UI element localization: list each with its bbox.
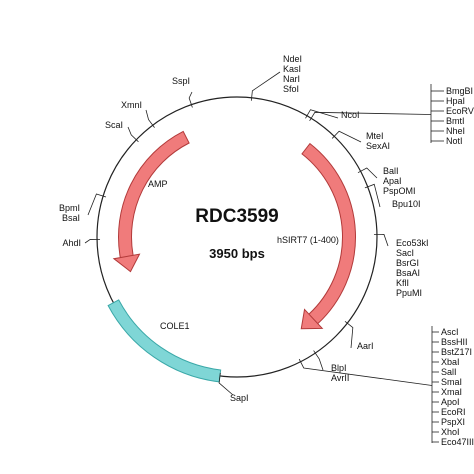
feature-arrow-hsirt7-1-400	[300, 142, 356, 330]
site-group-bpu10i: Bpu10I	[364, 183, 421, 209]
feature-amp: AMP	[112, 130, 190, 273]
site-label-bstz17i: BstZ17I	[441, 347, 472, 357]
site-label-blpi: BlpI	[331, 363, 347, 373]
restriction-site-layer: NdeIKasINarISfoINcoIBmgBIHpaIEcoRVBmtINh…	[59, 54, 474, 447]
plasmid-backbone	[96, 96, 378, 378]
site-group-aari: AarI	[344, 321, 374, 351]
site-label-noti: NotI	[446, 136, 463, 146]
site-label-aari: AarI	[357, 341, 374, 351]
feature-label-amp: AMP	[148, 179, 168, 189]
site-connector	[218, 372, 234, 396]
site-connector	[188, 91, 193, 108]
feature-arrow-amp	[112, 130, 190, 273]
site-connector	[305, 109, 339, 119]
site-label-mtei: MteI	[366, 131, 384, 141]
site-label-avrii: AvrII	[331, 373, 349, 383]
site-connector	[373, 234, 389, 247]
site-group-scai: ScaI	[105, 120, 139, 143]
feature-hsirt7-1-400: hSIRT7 (1-400)	[277, 142, 356, 330]
site-group-ncoi: NcoI	[305, 109, 360, 120]
site-label-asci: AscI	[441, 327, 459, 337]
site-label-bpmi: BpmI	[59, 203, 80, 213]
site-group-sspi: SspI	[172, 76, 193, 108]
site-label-bmgbi: BmgBI	[446, 86, 473, 96]
site-label-apoi: ApoI	[441, 397, 460, 407]
site-label-sspi: SspI	[172, 76, 190, 86]
site-label-eco53ki: Eco53kI	[396, 238, 429, 248]
site-label-ncoi: NcoI	[341, 110, 360, 120]
site-label-xmai: XmaI	[441, 387, 462, 397]
site-label-ecorv: EcoRV	[446, 106, 474, 116]
site-label-bpu10i: Bpu10I	[392, 199, 421, 209]
site-label-ndei: NdeI	[283, 54, 302, 64]
site-label-bsrgi: BsrGI	[396, 258, 419, 268]
site-label-bsaai: BsaAI	[396, 268, 420, 278]
site-label-apai: ApaI	[383, 176, 402, 186]
site-label-nari: NarI	[283, 74, 300, 84]
feature-label-hsirt7-1-400: hSIRT7 (1-400)	[277, 235, 339, 245]
site-label-ahdi: AhdI	[62, 238, 81, 248]
site-label-ppumi: PpuMI	[396, 288, 422, 298]
site-connector	[87, 193, 107, 216]
site-connector	[344, 321, 354, 349]
site-label-bali: BalI	[383, 166, 399, 176]
site-group-ahdi: AhdI	[62, 238, 101, 248]
site-label-hpai: HpaI	[446, 96, 465, 106]
feature-layer: AMP hSIRT7 (1-400) COLE1	[107, 130, 356, 383]
site-group-asci: AscIBssHIIBstZ17IXbaISalISmaIXmaIApoIEco…	[298, 326, 474, 447]
site-connector	[331, 130, 362, 143]
site-connector	[298, 358, 433, 386]
site-label-ecori: EcoRI	[441, 407, 466, 417]
site-label-sexai: SexAI	[366, 141, 390, 151]
site-label-xmni: XmnI	[121, 100, 142, 110]
site-label-smai: SmaI	[441, 377, 462, 387]
feature-block-cole1	[107, 299, 222, 383]
site-label-xbai: XbaI	[441, 357, 460, 367]
site-label-pspxi: PspXI	[441, 417, 465, 427]
site-connector	[309, 111, 432, 122]
site-label-bmti: BmtI	[446, 116, 465, 126]
site-connector	[250, 71, 281, 101]
site-label-saci: SacI	[396, 248, 414, 258]
plasmid-size: 3950 bps	[209, 246, 265, 261]
site-label-sfoi: SfoI	[283, 84, 299, 94]
site-label-bsshii: BssHII	[441, 337, 468, 347]
site-label-xhoi: XhoI	[441, 427, 460, 437]
site-label-kasi: KasI	[283, 64, 301, 74]
site-label-bsai: BsaI	[62, 213, 80, 223]
site-label-sali: SalI	[441, 367, 457, 377]
site-connector	[313, 350, 324, 371]
site-connector	[127, 126, 139, 143]
site-connector	[145, 109, 155, 128]
feature-cole1: COLE1	[107, 299, 222, 383]
site-label-pspomi: PspOMI	[383, 186, 416, 196]
site-connector	[357, 167, 378, 179]
feature-label-cole1: COLE1	[160, 321, 190, 331]
site-connector	[364, 183, 381, 208]
site-label-nhei: NheI	[446, 126, 465, 136]
site-group-xmni: XmnI	[121, 100, 155, 128]
site-connector	[84, 238, 101, 244]
site-group-sapi: SapI	[218, 372, 249, 403]
site-label-eco47iii: Eco47III	[441, 437, 474, 447]
site-label-sapi: SapI	[230, 393, 249, 403]
site-label-kfli: KflI	[396, 278, 409, 288]
site-label-scai: ScaI	[105, 120, 123, 130]
plasmid-name: RDC3599	[195, 206, 278, 227]
